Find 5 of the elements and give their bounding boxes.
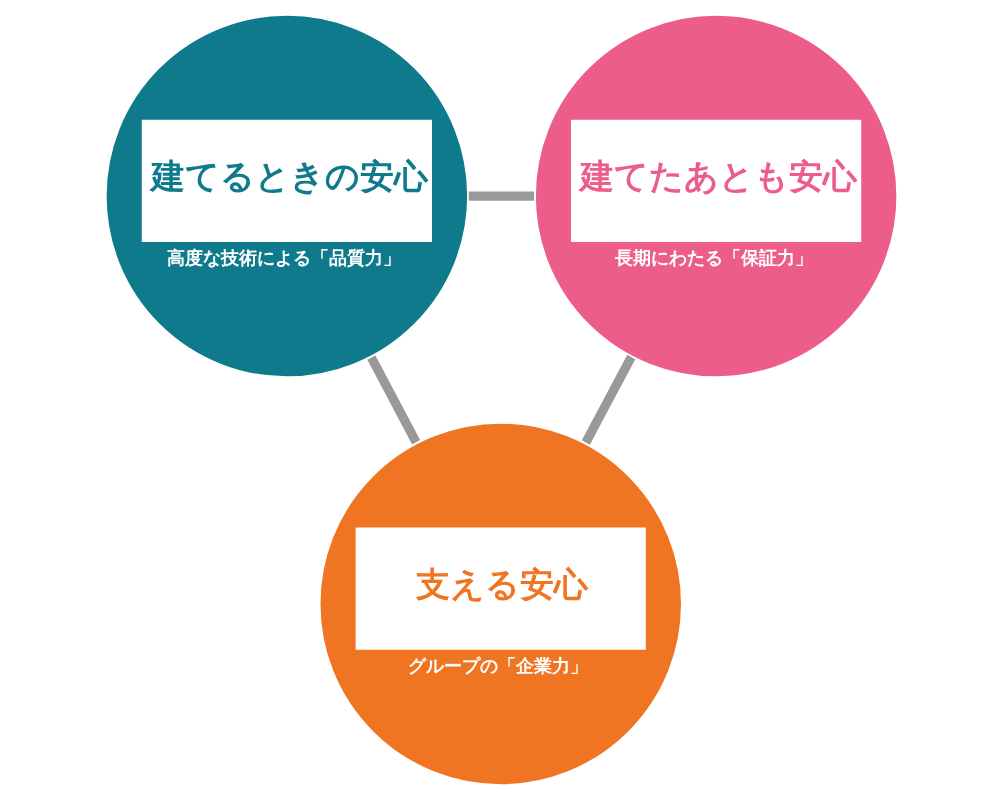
connector	[581, 354, 636, 445]
connector	[468, 191, 534, 201]
node-circle: 建てるときの安心 高度な技術による「品質力」	[103, 12, 471, 380]
connector	[367, 355, 421, 445]
node-circle: 建てたあとも安心 長期にわたる「保証力」	[532, 12, 900, 380]
